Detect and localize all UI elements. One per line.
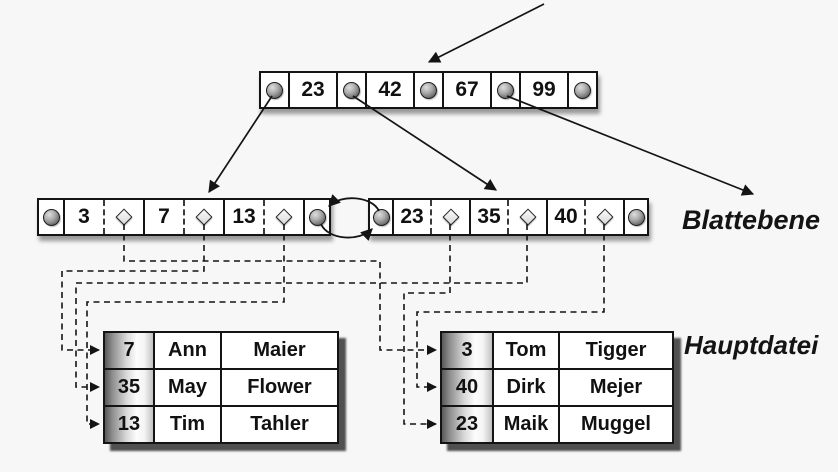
root-to-left-leaf-arrow [208,95,273,194]
pointer-circle-icon [574,81,591,99]
root-pointer-3 [492,73,521,107]
record-pointer [105,200,143,234]
table-key-cell: 35 [105,370,155,407]
leaf-key: 7 [145,200,185,234]
table-key-cell: 23 [442,407,494,442]
table-last-name-cell: Flower [222,370,337,407]
root-node: 23 42 67 99 [259,71,598,109]
leaf-level-label: Blattebene [682,205,821,235]
record-pointer-diamond-icon [195,208,213,226]
pointer-circle-icon [627,208,645,226]
pointer-circle-icon [266,81,283,99]
leaf-key: 23 [394,200,432,234]
record-pointer-diamond-icon [596,208,613,226]
table-first-name-cell: Tom [494,333,560,370]
table-last-name-cell: Maier [222,333,337,370]
table-key-cell: 13 [105,407,155,442]
main-file-label: Hauptdatei [684,330,819,360]
leaf-right-next-pointer [625,200,647,234]
root-incoming-arrow [427,3,545,63]
leaf-key: 3 [65,200,105,234]
leaf-left-entry-0: 3 [65,200,145,234]
table-last-name-cell: Tigger [560,333,672,370]
leaf-key: 13 [225,200,265,234]
leaf-key: 35 [471,200,509,234]
root-key-1: 42 [367,73,415,107]
table-first-name-cell: Tim [155,407,222,442]
leaf-left-entry-1: 7 [145,200,225,234]
leaf-key: 40 [548,200,586,234]
pointer-circle-icon [420,81,437,99]
main-file-table-right: 3 Tom Tigger 40 Dirk Mejer 23 Maik Mugge… [440,331,674,444]
root-key-0: 23 [290,73,338,107]
table-key-cell: 40 [442,370,494,407]
table-last-name-cell: Tahler [222,407,337,442]
record-pointer-diamond-icon [519,208,536,226]
root-pointer-0 [261,73,290,107]
root-key-2: 67 [444,73,492,107]
pointer-circle-icon [42,208,60,226]
main-file-table-left: 7 Ann Maier 35 May Flower 13 Tim Tahler [103,331,339,444]
leaf-right-entry-1: 35 [471,200,548,234]
record-pointer-diamond-icon [442,208,459,226]
leaf-node-left: 3 7 13 [37,198,331,236]
pointer-circle-icon [343,81,360,99]
root-to-next-leaf-arrow [506,95,755,196]
root-key-3: 99 [521,73,569,107]
record-pointer [185,200,223,234]
leaf-left-next-pointer [305,200,329,234]
record-pointer-diamond-icon [115,208,133,226]
leaf-right-entry-0: 23 [394,200,471,234]
root-pointer-4 [569,73,596,107]
root-pointer-2 [415,73,444,107]
root-pointer-1 [338,73,367,107]
pointer-circle-icon [497,81,514,99]
leaf-left-entry-2: 13 [225,200,305,234]
leaf-left-prev-pointer [39,200,65,234]
root-to-right-leaf-arrow [352,95,498,191]
leaf-node-right: 23 35 40 [368,198,649,236]
record-pointer [432,200,469,234]
record-pointer [265,200,303,234]
table-first-name-cell: Ann [155,333,222,370]
table-first-name-cell: May [155,370,222,407]
leaf-right-entry-2: 40 [548,200,625,234]
record-pointer [509,200,546,234]
table-key-cell: 7 [105,333,155,370]
table-first-name-cell: Dirk [494,370,560,407]
table-last-name-cell: Mejer [560,370,672,407]
table-last-name-cell: Muggel [560,407,672,442]
table-key-cell: 3 [442,333,494,370]
pointer-circle-icon [372,208,390,226]
pointer-circle-icon [308,208,326,226]
leaf-right-prev-pointer [370,200,394,234]
record-pointer [586,200,623,234]
table-first-name-cell: Maik [494,407,560,442]
record-pointer-diamond-icon [275,208,293,226]
